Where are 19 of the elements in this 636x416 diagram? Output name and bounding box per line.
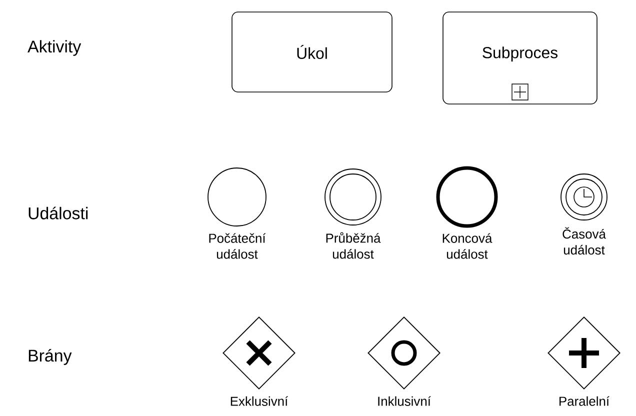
- row-label: Události: [28, 206, 88, 220]
- event-circle: [208, 168, 266, 226]
- subprocess-box: Subproces: [442, 12, 598, 104]
- gateway-diamond: [368, 316, 440, 390]
- row-label: Brány: [28, 349, 72, 365]
- node-label: Inklusivní: [378, 396, 431, 406]
- node-label: Počáteční událost: [209, 233, 266, 259]
- row-label: Aktivity: [28, 40, 82, 56]
- node-label: Průběžná událost: [326, 232, 381, 259]
- task-box: Úkol: [232, 12, 392, 92]
- node-label: Exklusivní: [230, 396, 288, 406]
- event-circle: [560, 174, 608, 220]
- gateway-diamond: [548, 316, 620, 390]
- node-label: Paralelní: [560, 396, 610, 406]
- gateway-diamond: [222, 316, 296, 390]
- event-circle: [324, 168, 382, 226]
- node-label: Koncová událost: [442, 233, 492, 259]
- event-circle: [436, 166, 498, 228]
- node-label: Časová událost: [562, 227, 606, 255]
